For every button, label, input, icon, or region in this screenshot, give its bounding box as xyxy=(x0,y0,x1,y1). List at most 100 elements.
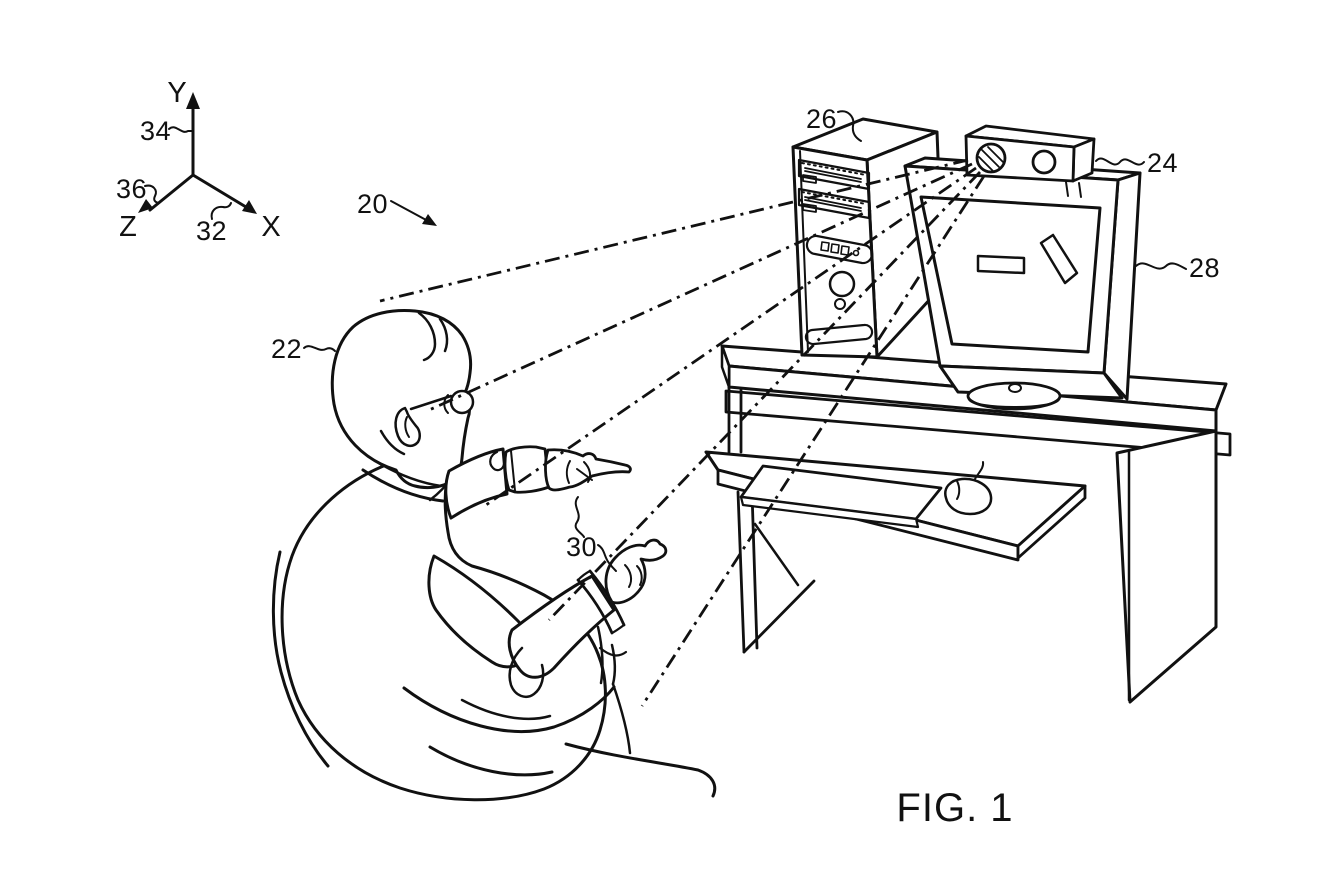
monitor-base xyxy=(966,381,1062,411)
cuff-fold-line xyxy=(510,450,516,492)
keyboard-tray-edge xyxy=(1016,484,1087,560)
desk-left-panel-edge xyxy=(753,522,800,587)
monitor-screen xyxy=(919,195,1102,354)
tower-front-edge xyxy=(799,150,809,353)
ref-32-leader xyxy=(210,202,232,220)
power-button xyxy=(828,270,856,298)
nape-hair-line xyxy=(379,429,406,456)
shirt-cuff xyxy=(503,445,551,494)
collar xyxy=(370,457,443,488)
lap-fold xyxy=(460,698,552,721)
ref-22-leader xyxy=(303,345,336,352)
ref-36-leader xyxy=(144,184,159,204)
port-button xyxy=(830,243,840,254)
ear-inner xyxy=(404,416,410,438)
sensor-mount xyxy=(1065,181,1069,197)
glasses-lens xyxy=(449,389,475,415)
sensing-line-1 xyxy=(379,158,969,303)
ref-20-arrow-line xyxy=(390,200,429,222)
seat-curve xyxy=(428,745,554,777)
finger-curl xyxy=(576,468,593,481)
desk-left-foot xyxy=(742,579,816,654)
drive-bay-vents xyxy=(801,162,867,176)
monitor-base-notch xyxy=(1008,383,1022,393)
ref-28: 28 xyxy=(1189,253,1220,283)
person-torso xyxy=(280,460,607,802)
keyboard-front xyxy=(739,495,920,529)
chair-back xyxy=(271,550,330,768)
collar xyxy=(361,468,445,503)
drive-bay-slot xyxy=(804,199,862,212)
monitor-base-rim xyxy=(967,397,1061,409)
finger-curl xyxy=(636,565,643,586)
ref-28-leader xyxy=(1135,262,1187,270)
wrist-band xyxy=(576,578,614,635)
seated-user xyxy=(271,309,717,802)
ref-26-leader xyxy=(837,110,862,142)
ref-26: 26 xyxy=(806,104,837,134)
screen-object-tilted xyxy=(1039,233,1079,285)
drive-bay-button xyxy=(802,174,817,184)
drive-bay xyxy=(797,158,871,191)
wrist-band-cap xyxy=(576,569,626,635)
ref-24-leader xyxy=(1095,157,1145,166)
ref-34-leader xyxy=(168,126,194,133)
hair-line xyxy=(417,311,437,362)
ref-36: 36 xyxy=(116,174,147,204)
port-button xyxy=(820,241,830,252)
pointing-hand-upper xyxy=(544,448,632,492)
knee-fold xyxy=(610,643,617,686)
person-thigh xyxy=(564,742,717,798)
ref-20: 20 xyxy=(357,189,388,219)
sensor-camera-lens xyxy=(1031,149,1057,175)
shin-line xyxy=(611,682,632,755)
screen-object-rect xyxy=(976,254,1026,275)
figure-caption: FIG. 1 xyxy=(896,786,1013,830)
person-head xyxy=(330,309,473,490)
desk-rail xyxy=(724,389,1232,457)
x-axis-arrow xyxy=(242,200,257,214)
desk-left-leg xyxy=(750,490,759,650)
sleeve-fold xyxy=(489,450,506,472)
sensing-line-hand-lower xyxy=(547,171,982,621)
sleeve-fold xyxy=(508,646,545,698)
y-axis-arrow xyxy=(186,92,200,109)
tower-bottom-vent xyxy=(804,323,874,346)
sensor-side xyxy=(1071,137,1096,183)
ref-30-leader-upper xyxy=(574,496,585,538)
sensing-line-gaze xyxy=(426,162,973,413)
desk-right-panel xyxy=(1115,429,1218,704)
sensor-mount xyxy=(1078,182,1082,198)
ref-30: 30 xyxy=(566,532,597,562)
ref-34: 34 xyxy=(140,116,171,146)
power-led xyxy=(834,298,846,310)
z-axis-arrow xyxy=(138,199,153,213)
z-axis-label: Z xyxy=(119,211,137,243)
finger-curl xyxy=(583,461,592,483)
reference-labels: 20 22 24 26 28 30 32 34 36 xyxy=(116,104,1220,572)
ports-panel xyxy=(805,234,874,265)
ref-22: 22 xyxy=(271,334,302,364)
mouse xyxy=(944,477,993,516)
ear xyxy=(394,406,421,448)
finger-curl xyxy=(624,564,633,588)
lower-forearm xyxy=(507,574,616,679)
drive-bay-vents xyxy=(801,191,867,205)
lens-hatching xyxy=(978,146,1004,172)
fist-underside xyxy=(598,646,628,657)
port-dot xyxy=(852,249,860,257)
sensing-line-hand-upper xyxy=(485,166,977,507)
x-axis-label: X xyxy=(261,211,280,243)
glasses-temple xyxy=(409,394,453,411)
finger-curl xyxy=(565,460,571,484)
ref-24: 24 xyxy=(1147,148,1178,178)
drive-bay-slot xyxy=(804,167,862,180)
pointing-hand-lower xyxy=(604,538,668,605)
ref-20-arrowhead xyxy=(422,214,437,226)
gesture-sensor xyxy=(964,124,1096,198)
mouse-button-line xyxy=(956,480,961,500)
person-lap xyxy=(402,685,616,733)
desk-left-leg xyxy=(736,490,746,654)
y-axis-label: Y xyxy=(167,77,186,109)
